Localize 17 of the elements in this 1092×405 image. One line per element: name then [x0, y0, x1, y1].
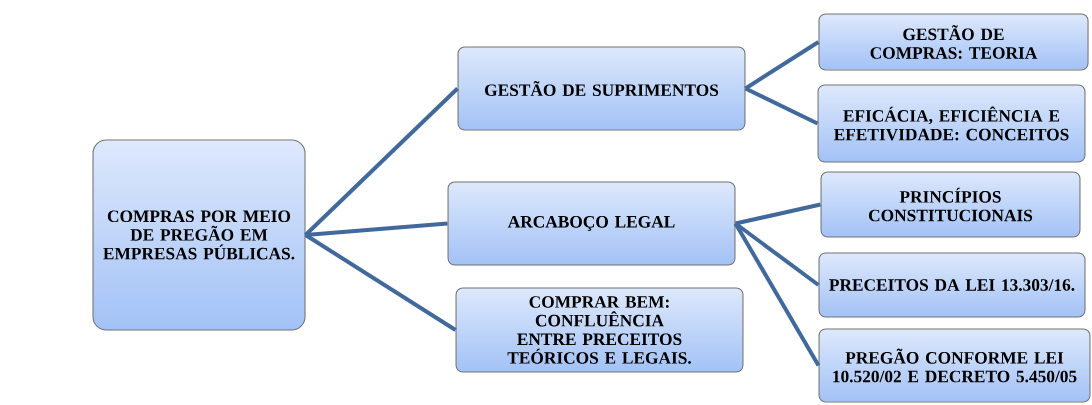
process-box: COMPRAR BEM: CONFLUÊNCIA ENTRE PRECEITOS TEÓRICOS E LEGAIS. [455, 287, 744, 373]
process-box: PREGÃO CONFORME LEI 10.520/02 E DECRETO 5.450/05 [818, 328, 1091, 403]
connector-line [304, 233, 457, 332]
process-box: PRECEITOS DA LEI 13.303/16. [818, 252, 1086, 318]
process-box: ARCABOÇO LEGAL [447, 181, 736, 266]
process-box: GESTÃO DE COMPRAS: TEORIA [818, 13, 1089, 71]
connector-line [304, 87, 459, 237]
connector-line [735, 202, 821, 226]
connector-line [305, 221, 448, 237]
process-box: PRINCÍPIOS CONSTITUCIONAIS [820, 171, 1081, 238]
process-box: COMPRAS POR MEIO DE PREGÃO EM EMPRESAS PÚBLICAS. [92, 139, 306, 331]
connector-line [744, 86, 819, 126]
process-box: EFICÁCIA, EFICIÊNCIA E EFETIVIDADE: CONCEITOS [817, 84, 1086, 163]
process-box: GESTÃO DE SUPRIMENTOS [457, 46, 746, 131]
connector-line [744, 40, 820, 91]
connector-line [733, 222, 821, 367]
connector-line [734, 221, 820, 287]
